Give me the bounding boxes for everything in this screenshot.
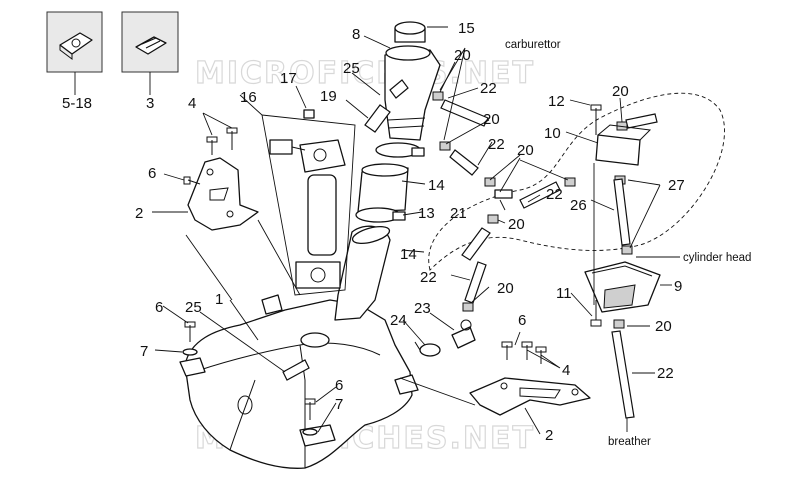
box-leaders	[74, 72, 151, 95]
bolt-12	[590, 104, 602, 135]
label-6-right: 6	[518, 312, 526, 329]
label-5-18: 5-18	[62, 95, 92, 112]
label-11: 11	[556, 285, 572, 302]
hose-26	[613, 178, 631, 246]
fuel-tank	[179, 294, 419, 469]
label-2-right: 2	[545, 427, 553, 444]
label-6-bottom: 6	[335, 377, 343, 394]
clip-24	[414, 341, 441, 357]
screw-6-left	[183, 176, 201, 185]
label-22-c: 22	[546, 186, 563, 203]
bracket-right-2	[469, 377, 591, 416]
pump-group-bracket	[261, 114, 356, 296]
hose-22-lower	[461, 227, 491, 261]
filler-body	[384, 45, 441, 141]
label-12: 12	[548, 93, 565, 110]
breather-route-outline	[428, 92, 725, 271]
label-6-left: 6	[148, 165, 156, 182]
fuel-cap	[394, 21, 426, 43]
hose-22-top	[440, 99, 489, 127]
label-20-c: 20	[517, 142, 534, 159]
annotation-cylinder-head: cylinder head	[683, 252, 751, 264]
label-20-b: 20	[483, 111, 500, 128]
label-3: 3	[146, 95, 154, 112]
label-13: 13	[418, 205, 435, 222]
annotation-carburettor: carburettor	[505, 39, 561, 51]
leader-lines	[152, 26, 680, 435]
fuel-pump	[269, 139, 346, 289]
label-14-lower: 14	[400, 246, 417, 263]
washer-7-bottom	[302, 428, 318, 436]
label-20-e: 20	[497, 280, 514, 297]
screws-4-right	[501, 341, 547, 364]
breather-tank-9	[584, 261, 661, 313]
label-25-tank: 25	[185, 299, 202, 316]
label-7-bottom: 7	[335, 396, 343, 413]
label-27: 27	[668, 177, 685, 194]
label-20-f: 20	[612, 83, 629, 100]
label-20-a: 20	[454, 47, 471, 64]
nut-17	[303, 109, 315, 119]
hose-clamp-14-upper	[375, 142, 425, 158]
watermark-top: MICROFICHES.NET	[195, 56, 535, 91]
hose-25-tank	[282, 359, 310, 381]
fuel-fitting-23	[451, 319, 476, 349]
hose-22-bottom	[464, 261, 487, 304]
label-7-tank: 7	[140, 343, 148, 360]
sleeve-13	[357, 163, 409, 213]
screws-4-left	[206, 127, 238, 155]
label-23: 23	[414, 300, 431, 317]
label-26: 26	[570, 197, 587, 214]
label-16: 16	[240, 89, 257, 106]
label-6-tank: 6	[155, 299, 163, 316]
label-20-d: 20	[508, 216, 525, 233]
label-10: 10	[544, 125, 561, 142]
label-22-b: 22	[488, 136, 505, 153]
hose-25-top	[389, 79, 409, 99]
label-2-left: 2	[135, 205, 143, 222]
hose-top-right	[625, 113, 658, 129]
label-17: 17	[280, 70, 297, 87]
t-connector-21	[494, 189, 513, 199]
label-20-g: 20	[655, 318, 672, 335]
label-8: 8	[352, 26, 360, 43]
label-4-left: 4	[188, 95, 196, 112]
label-4-right: 4	[562, 362, 570, 379]
hose-22-breather	[611, 330, 635, 419]
hose-clamp-14-lower	[355, 207, 406, 223]
clip-nut-box-3	[121, 11, 179, 73]
bracket-left-2	[187, 157, 259, 231]
label-9: 9	[674, 278, 682, 295]
label-22-d: 22	[420, 269, 437, 286]
annotation-breather: breather	[608, 436, 651, 448]
label-22-e: 22	[657, 365, 674, 382]
label-19: 19	[320, 88, 337, 105]
label-1: 1	[215, 291, 223, 308]
bolt-6-tank-left	[184, 321, 196, 342]
label-15: 15	[458, 20, 475, 37]
bolt-11	[590, 300, 602, 327]
label-24: 24	[390, 312, 407, 329]
washer-7-left	[182, 348, 198, 356]
label-14-upper: 14	[428, 177, 445, 194]
label-22-a: 22	[480, 80, 497, 97]
clip-nut-box-5-18	[46, 11, 103, 73]
breather-valve-10	[595, 124, 652, 166]
label-25-top: 25	[343, 60, 360, 77]
hose-19	[364, 104, 391, 133]
label-21: 21	[450, 205, 467, 222]
hose-22-mid	[449, 149, 479, 176]
bolt-6-tank-bottom	[304, 398, 316, 420]
